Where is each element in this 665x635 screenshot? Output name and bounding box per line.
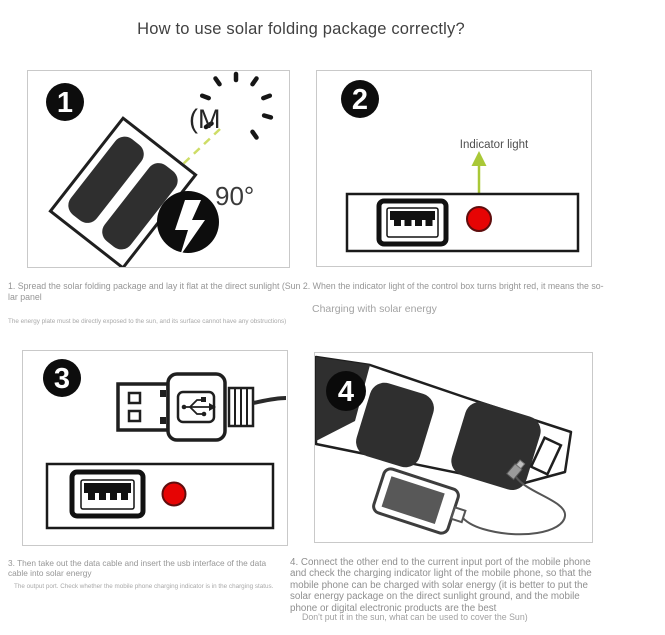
caption-step3: 3. Then take out the data cable and inse… xyxy=(8,558,267,578)
indicator-light-label: Indicator light xyxy=(460,139,529,151)
angle-label: 90° xyxy=(215,181,254,211)
usb-connector-icon xyxy=(505,459,526,481)
page-title: How to use solar folding package correct… xyxy=(137,20,465,38)
caption-step4: 4. Connect the other end to the current … xyxy=(290,557,592,614)
step2-illustration: 2 Indicator light xyxy=(316,70,592,267)
svg-text:4: 4 xyxy=(338,376,354,408)
step4-drawing: 4 xyxy=(315,355,573,536)
sun-partial-label: (M xyxy=(189,104,220,134)
sun-icon xyxy=(199,71,274,140)
indicator-red-dot xyxy=(161,481,187,507)
phone-icon xyxy=(372,467,467,535)
caption-step4-note: Don't put it in the sun, what can be use… xyxy=(302,612,528,622)
indicator-red-dot xyxy=(466,206,492,232)
solar-panel-tilted xyxy=(48,116,198,267)
caption-step1-note: The energy plate must be directly expose… xyxy=(8,318,287,325)
caption-step3-note: The output port. Check whether the mobil… xyxy=(14,583,274,590)
step4-illustration: 4 xyxy=(314,352,593,543)
charging-cable xyxy=(460,476,566,536)
step1-number-badge: 1 xyxy=(46,83,84,121)
svg-text:3: 3 xyxy=(54,363,70,395)
step1-illustration: (M 90° 1 xyxy=(27,70,290,268)
usb-port-icon xyxy=(376,198,449,247)
caption-step1-step2: 1. Spread the solar folding package and … xyxy=(8,281,604,302)
svg-text:2: 2 xyxy=(352,84,368,116)
step3-illustration: 3 xyxy=(22,350,288,546)
usb-port-icon xyxy=(69,469,146,519)
step3-drawing: 3 xyxy=(43,359,287,530)
step2-drawing: 2 Indicator light xyxy=(341,80,580,253)
step1-drawing: (M 90° 1 xyxy=(46,71,274,267)
step4-number-badge: 4 xyxy=(326,371,366,411)
step2-number-badge: 2 xyxy=(341,80,379,118)
lightning-icon xyxy=(157,191,219,256)
package-window xyxy=(529,436,563,476)
step3-number-badge: 3 xyxy=(43,359,81,397)
svg-text:1: 1 xyxy=(57,87,73,119)
usb-plug-icon xyxy=(116,372,287,442)
caption-step2-status: Charging with solar energy xyxy=(312,303,437,315)
